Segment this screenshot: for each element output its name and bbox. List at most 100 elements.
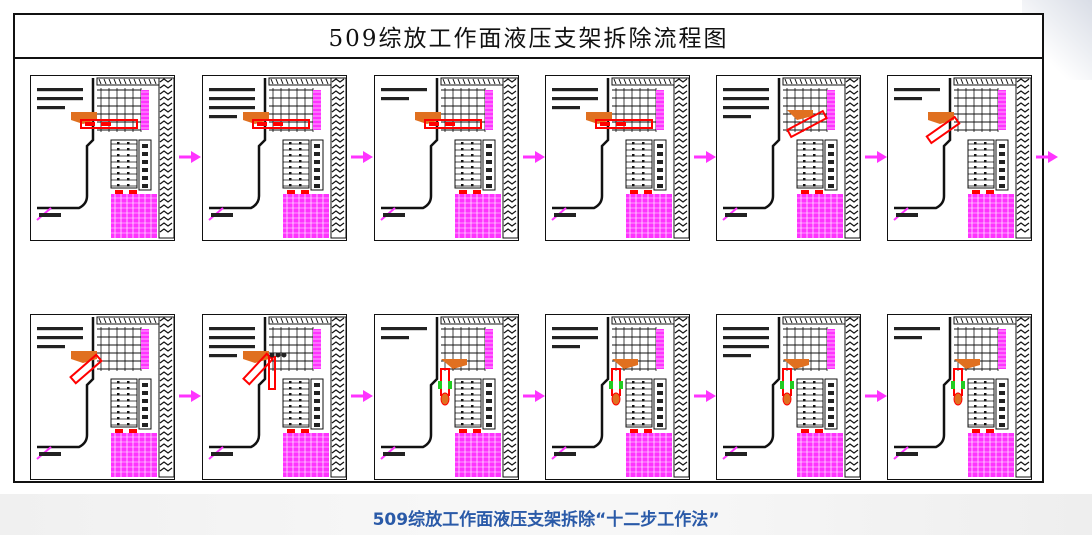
step-description-lines — [209, 327, 255, 358]
highlighted-support — [243, 112, 310, 129]
roadway-outline — [552, 317, 610, 449]
magenta-column — [656, 329, 664, 369]
magenta-conveyor — [111, 194, 157, 238]
step-panel — [374, 314, 519, 480]
highlighted-support — [780, 359, 809, 406]
magenta-column — [485, 90, 493, 130]
magenta-column — [313, 329, 321, 369]
magenta-column — [656, 90, 664, 130]
highlighted-support — [925, 112, 961, 145]
roadway-outline — [37, 78, 95, 210]
step-description-lines — [723, 88, 769, 119]
support-grid — [97, 327, 142, 371]
magenta-conveyor — [797, 433, 843, 477]
highlighted-support — [609, 359, 638, 406]
support-grid — [612, 88, 657, 132]
step-description-lines — [552, 88, 598, 110]
highlighted-support — [415, 112, 482, 129]
magenta-conveyor — [111, 433, 157, 477]
highlighted-support — [786, 109, 828, 139]
flow-arrow — [865, 151, 887, 163]
magenta-column — [141, 329, 149, 369]
caption-bar — [0, 494, 1092, 535]
flow-arrow — [179, 390, 201, 402]
step-description-lines — [894, 327, 940, 340]
flow-arrow — [523, 390, 545, 402]
panel-footer-label — [725, 213, 747, 217]
support-rows — [967, 378, 995, 428]
support-rows — [796, 378, 824, 428]
roadway-outline — [552, 78, 610, 210]
rock-hatch — [953, 77, 1031, 239]
highlighted-support — [242, 351, 287, 390]
step-panel — [202, 75, 347, 241]
flow-arrow — [351, 390, 373, 402]
magenta-column — [313, 90, 321, 130]
magenta-column — [827, 329, 835, 369]
magenta-column — [998, 90, 1006, 130]
support-rows — [625, 378, 653, 428]
step-panel — [716, 314, 861, 480]
step-panel — [545, 314, 690, 480]
magenta-conveyor — [626, 433, 672, 477]
flow-arrow — [523, 151, 545, 163]
highlighted-support — [69, 351, 103, 385]
step-description-lines — [552, 327, 598, 349]
magenta-column — [998, 329, 1006, 369]
magenta-conveyor — [283, 194, 329, 238]
roadway-outline — [381, 78, 439, 210]
step-description-lines — [894, 88, 940, 101]
panel-footer-label — [896, 213, 918, 217]
roadway-outline — [723, 78, 781, 210]
magenta-conveyor — [283, 433, 329, 477]
magenta-column — [485, 329, 493, 369]
panel-footer-label — [554, 213, 576, 217]
rock-hatch — [782, 316, 860, 478]
step-description-lines — [209, 88, 255, 119]
step-panel — [202, 314, 347, 480]
step-description-lines — [37, 88, 83, 110]
rock-hatch — [953, 316, 1031, 478]
step-panel — [887, 314, 1032, 480]
roadway-outline — [894, 78, 952, 210]
panel-footer-label — [211, 452, 233, 456]
rock-hatch — [782, 77, 860, 239]
step-panel — [716, 75, 861, 241]
roadway-outline — [209, 78, 267, 210]
step-panel — [30, 314, 175, 480]
step-panel — [374, 75, 519, 241]
magenta-conveyor — [968, 194, 1014, 238]
support-rows — [454, 378, 482, 428]
support-rows — [282, 378, 310, 428]
support-rows — [282, 139, 310, 189]
flow-arrow — [865, 390, 887, 402]
highlighted-support — [71, 112, 138, 129]
magenta-conveyor — [626, 194, 672, 238]
flow-arrow — [1036, 151, 1058, 163]
highlighted-support — [438, 359, 467, 406]
step-description-lines — [37, 327, 83, 349]
highlighted-support — [586, 112, 653, 129]
rock-hatch — [96, 77, 174, 239]
panel-footer-label — [725, 452, 747, 456]
support-rows — [967, 139, 995, 189]
support-rows — [110, 139, 138, 189]
panel-footer-label — [39, 452, 61, 456]
support-grid — [269, 88, 314, 132]
step-description-lines — [723, 327, 769, 358]
rock-hatch — [611, 77, 689, 239]
support-grid — [954, 88, 999, 132]
flow-arrow — [694, 390, 716, 402]
support-rows — [796, 139, 824, 189]
rock-hatch — [268, 77, 346, 239]
step-panel — [545, 75, 690, 241]
support-rows — [454, 139, 482, 189]
rock-hatch — [96, 316, 174, 478]
step-panel — [30, 75, 175, 241]
roadway-outline — [381, 317, 439, 449]
roadway-outline — [894, 317, 952, 449]
title-bar: 509综放工作面液压支架拆除流程图 — [15, 15, 1042, 59]
magenta-conveyor — [455, 194, 501, 238]
magenta-column — [827, 90, 835, 130]
step-description-lines — [381, 88, 427, 101]
